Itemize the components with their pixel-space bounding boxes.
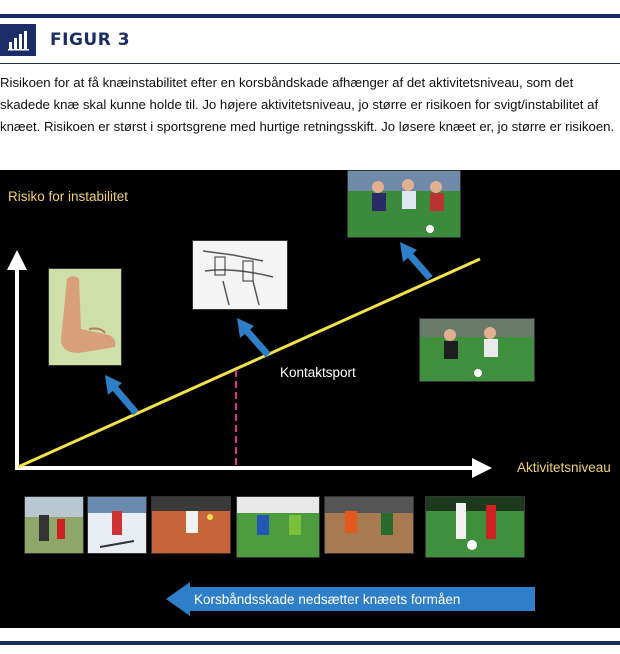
activity-football-children-photo: [236, 496, 320, 558]
risk-trend-line: [17, 257, 481, 469]
football-match-photo: [347, 170, 461, 238]
activity-skiing-photo: [87, 496, 147, 554]
y-axis-arrowhead: [7, 250, 27, 270]
contact-sport-label: Kontaktsport: [280, 365, 356, 380]
bottom-rule: [0, 641, 620, 645]
x-axis-label: Aktivitetsniveau: [517, 460, 611, 475]
capacity-reduction-arrow: [166, 582, 535, 616]
pointer-arrow-mid: [237, 318, 271, 358]
top-rule: [0, 14, 620, 18]
football-tackle-photo: [419, 318, 535, 382]
x-axis-arrowhead: [472, 458, 492, 478]
diagram-panel: Risiko for instabilitet Aktivitetsniveau…: [0, 170, 620, 628]
activity-handball-photo: [324, 496, 414, 554]
pointer-arrow-low: [105, 375, 139, 416]
activity-walking-photo: [24, 496, 84, 554]
figure-title: FIGUR 3: [50, 30, 131, 50]
activity-tennis-photo: [151, 496, 231, 554]
activity-football-kick-photo: [425, 496, 525, 558]
diagram-canvas: [7, 242, 492, 478]
hand-illustration: [48, 268, 122, 366]
bar-chart-icon: [0, 24, 36, 56]
y-axis-label: Risiko for instabilitet: [8, 189, 129, 204]
figure-caption: Risikoen for at få knæinstabilitet efter…: [0, 75, 615, 134]
pointer-arrow-high: [400, 242, 433, 281]
capacity-reduction-label: Korsbåndsskade nedsætter knæets formåen: [194, 592, 461, 607]
header-rule: [0, 63, 620, 64]
knee-diagram-illustration: [192, 240, 288, 310]
